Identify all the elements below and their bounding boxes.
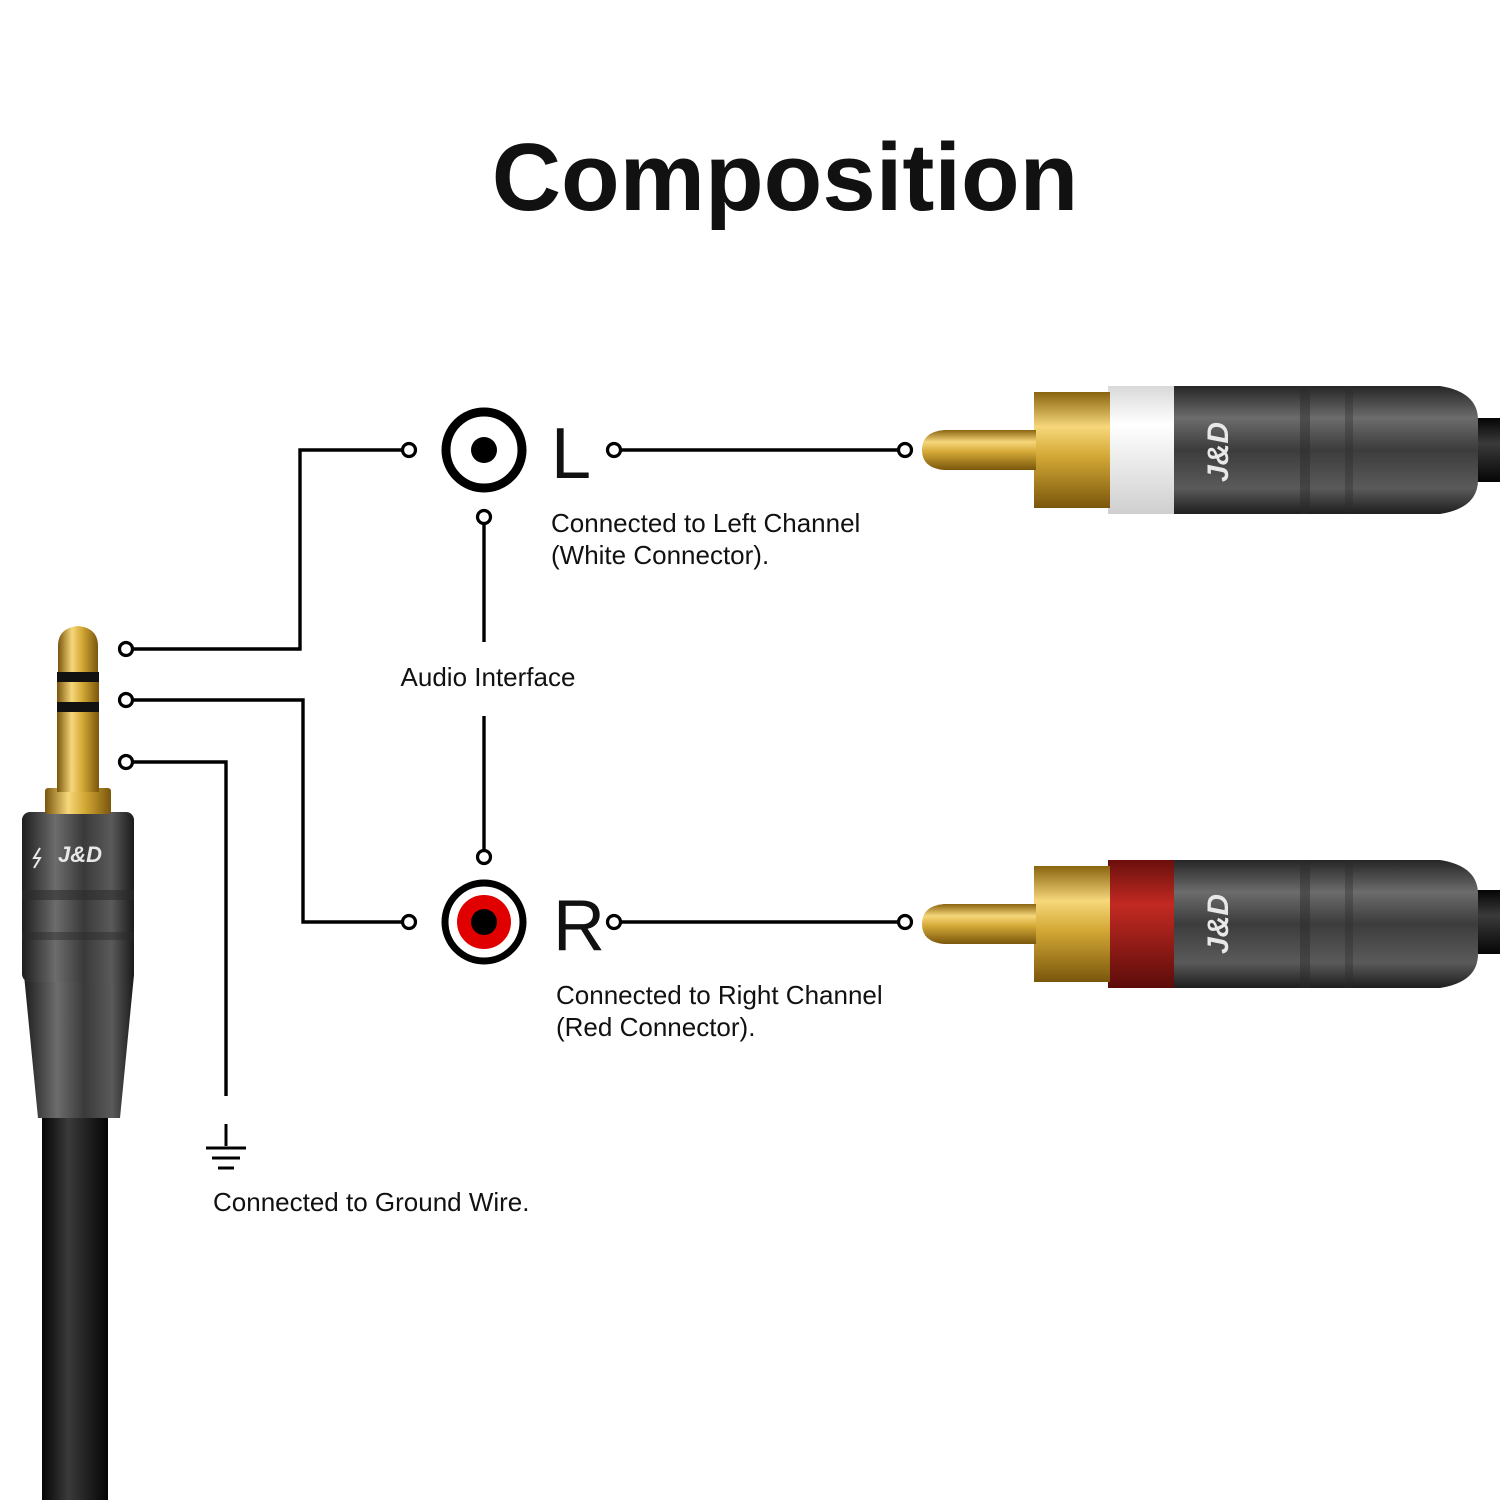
rca-left-pin bbox=[922, 430, 1036, 470]
ground-caption: Connected to Ground Wire. bbox=[213, 1187, 530, 1217]
rca-right-brand-logo: J&D bbox=[1202, 894, 1235, 954]
right-connector-icon bbox=[441, 879, 527, 965]
bolt-icon bbox=[32, 847, 42, 869]
rca-left-brand-logo: J&D bbox=[1202, 422, 1235, 482]
rca-left-body bbox=[1172, 386, 1478, 514]
wire-ring-to-right bbox=[133, 698, 402, 924]
right-caption-line2: (Red Connector). bbox=[556, 1012, 755, 1042]
right-caption-line1: Connected to Right Channel bbox=[556, 980, 883, 1010]
terminal-interface-top bbox=[475, 508, 493, 526]
rca-left-white-band bbox=[1108, 386, 1174, 514]
page-title: Composition bbox=[492, 124, 1079, 231]
rca-left-gold-shell bbox=[1034, 392, 1110, 508]
jack-tip bbox=[58, 626, 98, 672]
jack-cable bbox=[42, 1110, 108, 1500]
terminal-right-out bbox=[605, 913, 623, 931]
wiring-lines bbox=[117, 441, 914, 1096]
rca-plug-left-white: J&D bbox=[922, 386, 1500, 514]
rca-right-red-band bbox=[1108, 860, 1174, 988]
terminal-interface-bottom bbox=[475, 848, 493, 866]
terminal-tip bbox=[117, 640, 135, 658]
wire-tip-to-left bbox=[133, 448, 402, 651]
rca-plug-right-red: J&D bbox=[922, 860, 1500, 988]
terminal-left-rca bbox=[896, 441, 914, 459]
terminal-right-rca bbox=[896, 913, 914, 931]
jack-collar bbox=[45, 788, 111, 814]
left-caption-line2: (White Connector). bbox=[551, 540, 769, 570]
jack-brand-logo: J&D bbox=[58, 842, 102, 867]
terminal-left-out bbox=[605, 441, 623, 459]
left-connector-icon bbox=[441, 407, 527, 493]
rca-right-body bbox=[1172, 860, 1478, 988]
right-channel-letter: R bbox=[553, 886, 605, 966]
jack-strain-relief bbox=[24, 975, 134, 1118]
terminal-left-in bbox=[400, 441, 418, 459]
jack-sleeve bbox=[57, 712, 99, 792]
rca-right-pin bbox=[922, 904, 1036, 944]
rca-right-gold-shell bbox=[1034, 866, 1110, 982]
terminal-right-in bbox=[400, 913, 418, 931]
left-channel-letter: L bbox=[551, 414, 591, 494]
jack-plug-3-5mm: J&D bbox=[22, 626, 134, 1500]
left-caption-line1: Connected to Left Channel bbox=[551, 508, 860, 538]
audio-interface-label: Audio Interface bbox=[401, 662, 576, 692]
wire-sleeve-to-ground bbox=[133, 760, 228, 1096]
terminal-sleeve bbox=[117, 753, 135, 771]
ground-icon bbox=[206, 1124, 246, 1170]
jack-ring bbox=[57, 682, 99, 702]
terminal-ring bbox=[117, 691, 135, 709]
